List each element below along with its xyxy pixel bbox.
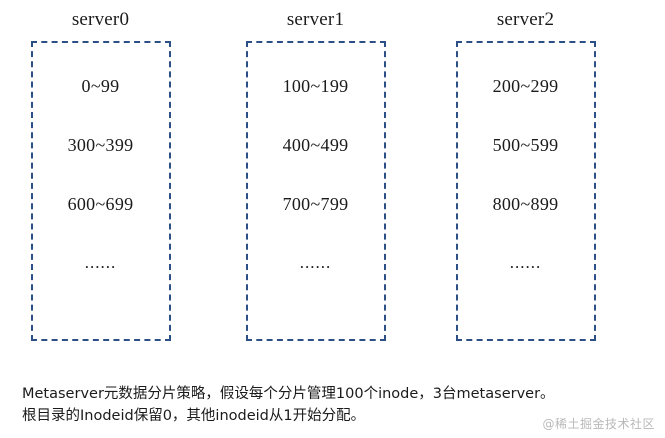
shard-ellipsis: ...... xyxy=(509,253,542,272)
diagram-caption: Metaserver元数据分片策略，假设每个分片管理100个inode，3台me… xyxy=(22,383,642,427)
shard-ellipsis: ...... xyxy=(299,253,332,272)
shard-range: 300~399 xyxy=(67,135,134,155)
server-shard-box: 0~99 300~399 600~699 ...... xyxy=(30,41,171,341)
server-columns: server0 0~99 300~399 600~699 ...... serv… xyxy=(8,0,618,341)
shard-range: 500~599 xyxy=(492,135,559,155)
server-shard-box: 200~299 500~599 800~899 ...... xyxy=(455,41,596,341)
caption-line-1: Metaserver元数据分片策略，假设每个分片管理100个inode，3台me… xyxy=(22,386,555,402)
shard-range: 200~299 xyxy=(492,76,559,96)
server-column-0: server0 0~99 300~399 600~699 ...... xyxy=(8,0,193,341)
shard-range: 800~899 xyxy=(492,194,559,214)
server-title: server1 xyxy=(286,9,345,30)
shard-range: 0~99 xyxy=(81,76,120,96)
shard-range: 400~499 xyxy=(282,135,349,155)
shard-range: 100~199 xyxy=(282,76,349,96)
server-title: server2 xyxy=(496,9,555,30)
server-column-2: server2 200~299 500~599 800~899 ...... xyxy=(433,0,618,341)
server-column-1: server1 100~199 400~499 700~799 ...... xyxy=(223,0,408,341)
shard-ellipsis: ...... xyxy=(84,253,117,272)
caption-line-2: 根目录的Inodeid保留0，其他inodeid从1开始分配。 xyxy=(22,408,366,424)
server-shard-box: 100~199 400~499 700~799 ...... xyxy=(245,41,386,341)
server-title: server0 xyxy=(71,9,130,30)
shard-range: 700~799 xyxy=(282,194,349,214)
watermark: @稀土掘金技术社区 xyxy=(542,417,655,431)
shard-range: 600~699 xyxy=(67,194,134,214)
